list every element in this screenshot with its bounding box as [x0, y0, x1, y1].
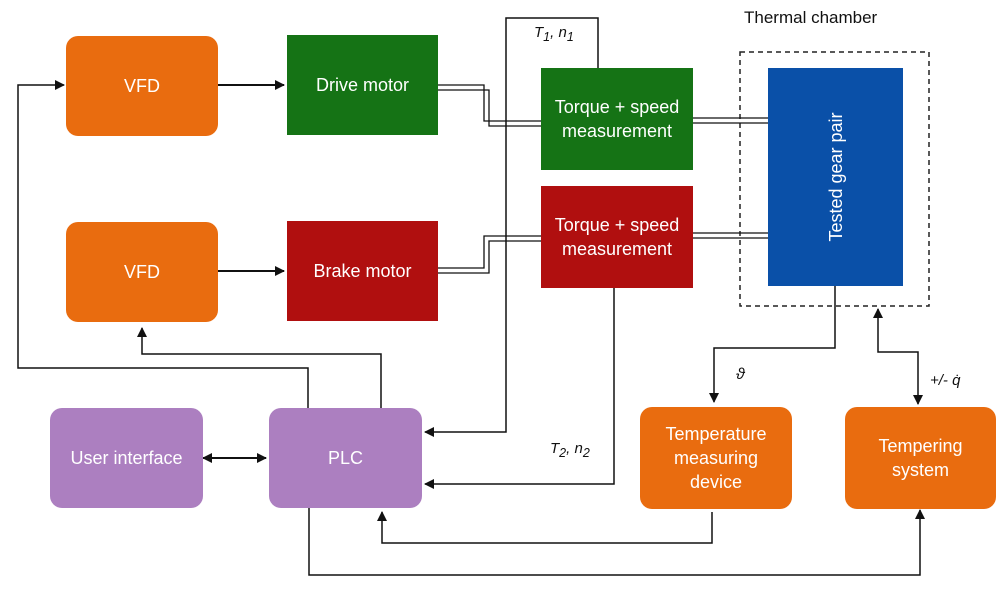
temp-line3: device	[689, 472, 743, 492]
drive-motor-block: Drive motor	[287, 35, 438, 135]
temp-line2: measuring	[673, 448, 759, 468]
tempering-line2: system	[891, 460, 949, 480]
vfd-bottom-block: VFD	[66, 222, 218, 322]
drive-shaft	[438, 84, 768, 127]
drive-motor-label: Drive motor	[315, 75, 409, 95]
brake-motor-block: Brake motor	[287, 221, 438, 321]
plc-block: PLC	[269, 408, 422, 508]
thermal-chamber-border	[739, 51, 930, 307]
arrow-temp-to-plc	[377, 511, 713, 544]
tempering-system-block: Tempering system	[845, 407, 996, 509]
user-interface-label: User interface	[70, 448, 183, 468]
brake-motor-label: Brake motor	[313, 261, 412, 281]
thermal-chamber-label: Thermal chamber	[744, 8, 878, 27]
torque-speed-bottom-block: Torque + speed measurement	[541, 186, 693, 288]
vfd-top-label: VFD	[124, 76, 160, 96]
arrow-plc-to-vfd-top	[17, 80, 309, 408]
signal-t1-n1-label: T1, n1	[534, 24, 574, 44]
vfd-bottom-label: VFD	[124, 262, 160, 282]
torque-speed-top-block: Torque + speed measurement	[541, 68, 693, 170]
user-interface-block: User interface	[50, 408, 203, 508]
tested-gear-pair-block: Tested gear pair	[768, 68, 903, 286]
gear-pair-label: Tested gear pair	[825, 112, 846, 242]
plc-label: PLC	[327, 448, 363, 468]
temperature-measuring-device-block: Temperature measuring device	[640, 407, 792, 509]
arrow-gear-to-temp	[709, 286, 836, 403]
arrow-plc-to-vfd-bottom	[137, 327, 382, 408]
vfd-top-block: VFD	[66, 36, 218, 136]
arrow-plc-to-tempering	[308, 508, 925, 576]
arrow-chamber-tempering	[873, 308, 923, 405]
temp-line1: Temperature	[665, 424, 767, 444]
signal-heat-flow-label: +/- q̇	[930, 372, 961, 389]
signal-theta-label: ϑ	[736, 366, 745, 383]
torque-top-line2: measurement	[561, 121, 673, 141]
torque-bottom-line1: Torque + speed	[554, 215, 680, 235]
torque-bottom-line2: measurement	[561, 239, 673, 259]
brake-shaft	[438, 232, 768, 274]
signal-t2-n2-line	[424, 288, 615, 489]
signal-t2-n2-label: T2, n2	[550, 440, 590, 460]
signal-t1-n1-line	[424, 17, 599, 437]
torque-top-line1: Torque + speed	[554, 97, 680, 117]
tempering-line1: Tempering	[878, 436, 963, 456]
